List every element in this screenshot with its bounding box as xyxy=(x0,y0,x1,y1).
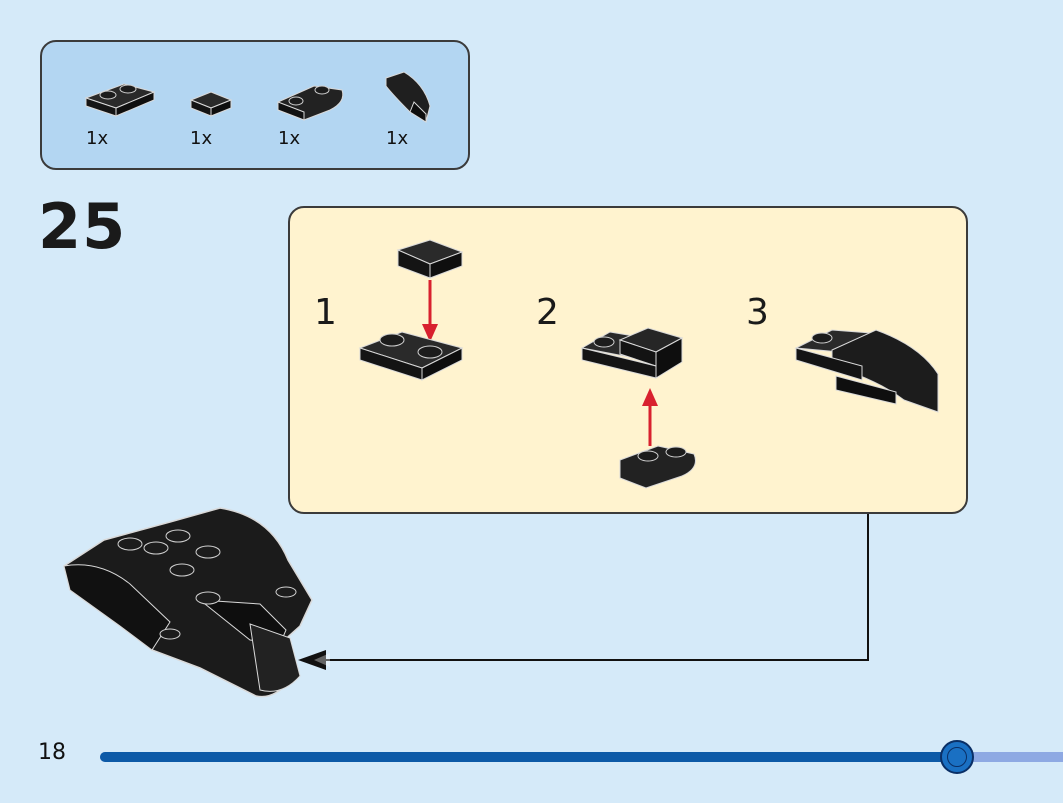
tile-1x1-icon xyxy=(187,80,277,180)
part-qty: 1x xyxy=(278,128,301,149)
substep-3-illustration xyxy=(794,329,939,413)
progress-knob xyxy=(940,740,975,774)
page-number: 18 xyxy=(38,740,66,765)
parts-list-box: 1x 1x 1x 1x xyxy=(40,40,470,170)
plate-1x2-icon xyxy=(82,70,172,170)
part-qty: 1x xyxy=(86,128,109,149)
substep-2-illustration xyxy=(580,327,696,489)
plate-curved-1x2-icon xyxy=(274,64,364,164)
part-qty: 1x xyxy=(190,128,213,149)
substep-label-2: 2 xyxy=(536,292,559,333)
progress-fill xyxy=(100,752,958,762)
substep-callout: 1 2 3 xyxy=(288,206,968,514)
part-qty: 1x xyxy=(386,128,409,149)
slope-curved-wing-icon xyxy=(380,66,470,166)
substep-1-illustration xyxy=(358,239,464,381)
substep-label-1: 1 xyxy=(314,292,337,333)
substep-label-3: 3 xyxy=(746,292,769,333)
callout-connector-arrow xyxy=(298,514,869,670)
main-model-illustration xyxy=(63,507,313,698)
step-number: 25 xyxy=(38,190,127,263)
